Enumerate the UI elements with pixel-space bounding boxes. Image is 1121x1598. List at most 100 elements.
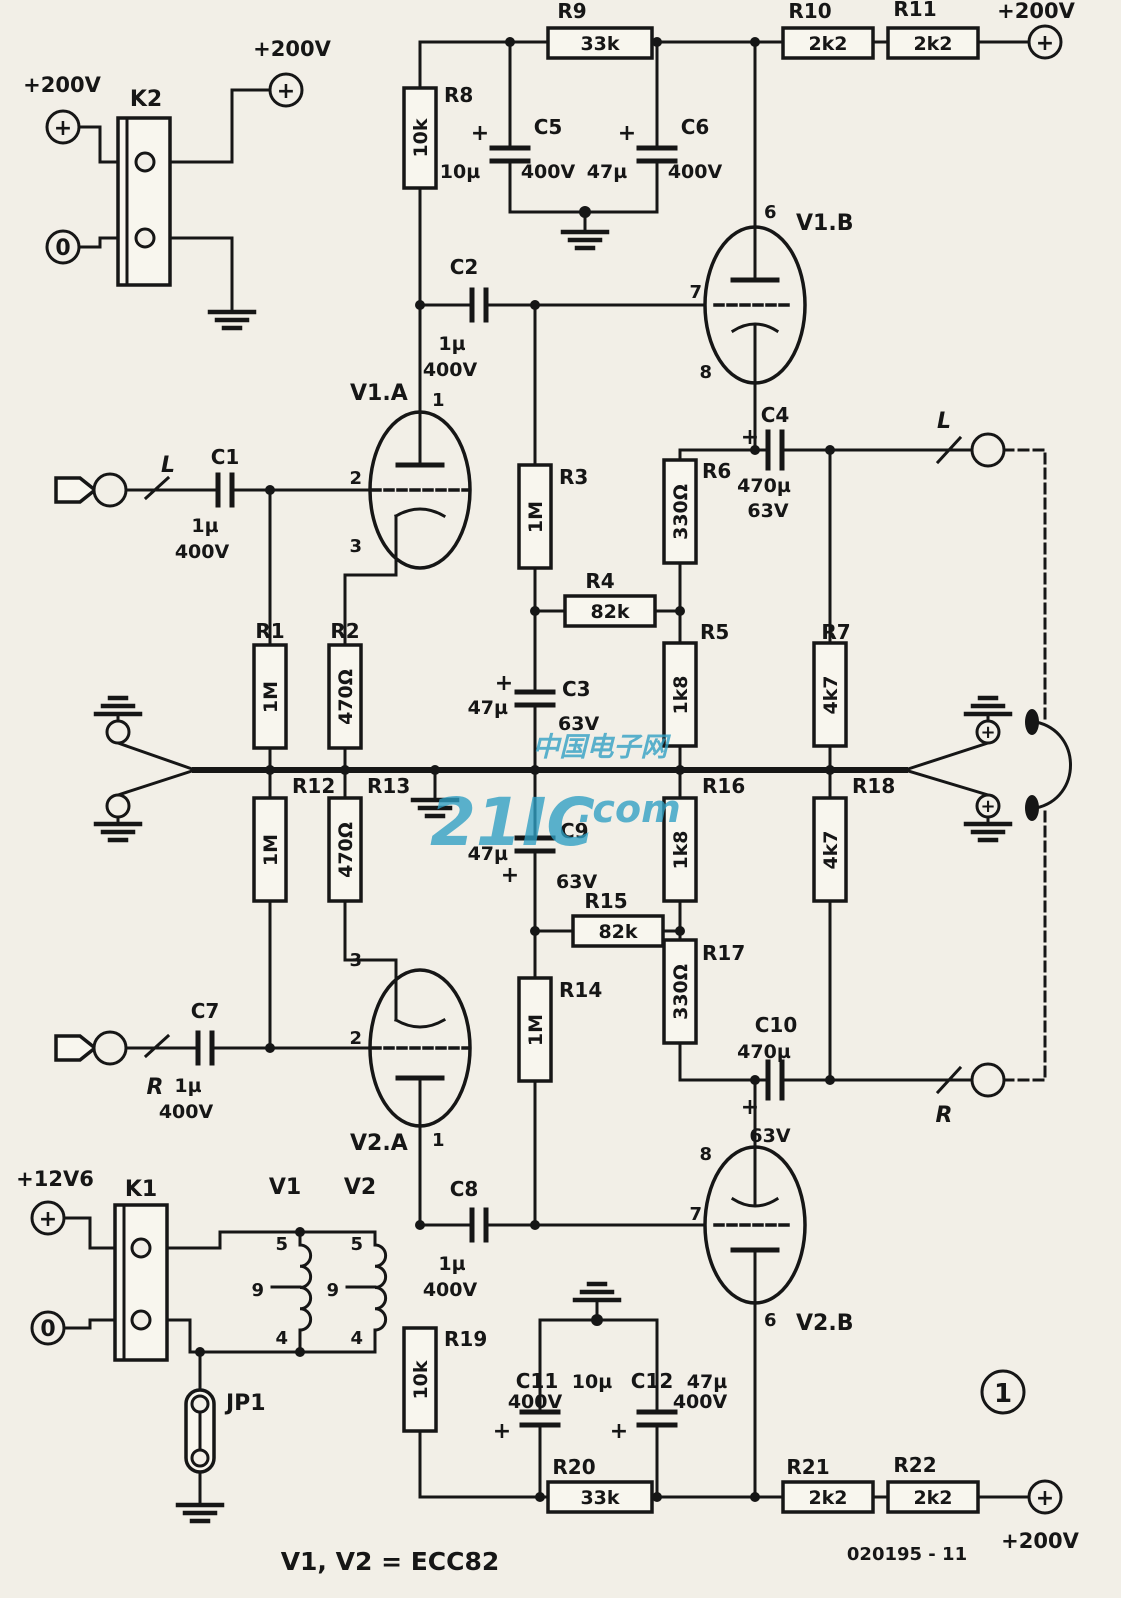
jumper-pin <box>190 1448 210 1468</box>
output-left-channel: L <box>937 409 1006 468</box>
resistor-value: 330Ω <box>670 964 692 1020</box>
input-arrow-icon <box>54 476 98 504</box>
resistor-body <box>252 796 288 903</box>
resistor-ref: R5 <box>700 620 729 644</box>
capacitor-ref: C4 <box>761 403 790 427</box>
resistor-ref: R9 <box>557 0 586 23</box>
terminal-circle <box>45 229 81 265</box>
heater-pin-4: 4 <box>350 1328 363 1349</box>
plus-sign: + <box>1036 1486 1054 1511</box>
tube-cathode <box>730 322 780 385</box>
capacitor-plates <box>519 1409 561 1428</box>
capacitor-c12: C12 47µ 400V + <box>610 1369 728 1444</box>
resistor-ref: R11 <box>893 0 936 21</box>
terminal-circle <box>1027 24 1063 60</box>
tube-type-note: V1, V2 = ECC82 <box>281 1547 500 1576</box>
capacitor-value: 47µ <box>587 161 627 183</box>
capacitor-ref: C12 <box>631 1369 674 1393</box>
capacitor-polarity: + <box>741 425 759 450</box>
capacitor-polarity: + <box>501 863 519 888</box>
capacitor-ref: C5 <box>534 115 563 139</box>
tube-cathode <box>393 978 447 1029</box>
connector-k2: K2 <box>116 87 172 287</box>
headphone-earpad <box>1025 709 1039 735</box>
capacitor-ref: C10 <box>755 1013 798 1037</box>
resistor-body <box>517 463 553 570</box>
voltage-label: +12V6 <box>16 1167 94 1191</box>
terminal-zero-k2: 0 <box>45 229 81 265</box>
resistor-body <box>662 796 698 903</box>
resistor-ref: R15 <box>584 889 627 913</box>
connector-label: K2 <box>130 87 162 112</box>
resistor-body <box>781 26 875 60</box>
capacitor-voltage: 400V <box>423 359 478 381</box>
output-jack <box>970 1062 1006 1098</box>
resistor-r15: R15 82k <box>571 889 665 948</box>
heater-pin-9: 9 <box>251 1280 264 1301</box>
plus-sign: + <box>980 722 995 743</box>
heater-v2: V2 5 9 4 <box>326 1175 388 1349</box>
resistor-value: 4k7 <box>820 830 842 869</box>
capacitor-c4: C4 + 470µ 63V <box>737 403 791 522</box>
resistor-ref: R7 <box>821 620 850 644</box>
resistor-ref: R22 <box>893 1453 936 1477</box>
ground-jack <box>975 719 1001 745</box>
tube-pin-grid: 2 <box>349 468 362 489</box>
capacitor-polarity: + <box>618 121 636 146</box>
resistor-body <box>327 643 363 750</box>
heater-coil <box>298 1243 313 1332</box>
voltage-label: +200V <box>23 73 101 97</box>
resistor-value: 4k7 <box>820 675 842 714</box>
resistor-ref: R8 <box>444 83 473 107</box>
tube-pin-anode: 6 <box>764 202 777 223</box>
resistor-ref: R3 <box>559 465 588 489</box>
capacitor-c6: + C6 47µ 400V <box>587 115 723 183</box>
terminal-circle <box>1027 1479 1063 1515</box>
resistor-r19: R19 10k <box>402 1326 487 1433</box>
terminal-200v-k2-in: +200V + <box>23 73 102 145</box>
zero-label: 0 <box>55 236 70 261</box>
capacitor-ref: C11 <box>516 1369 559 1393</box>
capacitor-ref: C6 <box>681 115 710 139</box>
resistor-body <box>252 643 288 750</box>
resistor-value: 10k <box>410 1360 432 1399</box>
resistor-body <box>402 86 438 190</box>
input-left-channel: L <box>54 453 175 508</box>
tube-label: V2.A <box>350 1131 408 1156</box>
output-jack <box>970 432 1006 468</box>
capacitor-plates <box>765 429 785 471</box>
tube-pin-grid: 7 <box>689 1204 702 1225</box>
tube-pin-anode: 1 <box>432 1130 445 1151</box>
connector-label: K1 <box>125 1177 157 1202</box>
resistor-r18: R18 4k7 <box>812 774 895 903</box>
resistor-body <box>781 1480 875 1514</box>
resistor-r1: R1 1M <box>252 619 288 750</box>
ground-jack <box>105 719 131 745</box>
resistor-ref: R17 <box>702 941 745 965</box>
heater-pin-9: 9 <box>326 1280 339 1301</box>
figure-circle <box>980 1369 1026 1415</box>
heater-label: V2 <box>344 1175 376 1200</box>
resistor-body <box>327 796 363 903</box>
circuit-wiring-k2-jacks <box>77 88 990 826</box>
tube-label: V2.B <box>796 1311 853 1336</box>
capacitor-plates <box>514 835 556 854</box>
capacitor-value: 1µ <box>438 1253 465 1275</box>
tube-v2a: V2.A 3 2 1 <box>349 950 472 1156</box>
capacitor-polarity: + <box>610 1419 628 1444</box>
resistor-value: 2k2 <box>913 1487 952 1509</box>
resistor-value: 82k <box>590 601 629 623</box>
capacitor-voltage: 400V <box>673 1391 728 1413</box>
resistor-body <box>886 1480 980 1514</box>
resistor-r2: R2 470Ω <box>327 619 363 750</box>
resistor-ref: R20 <box>552 1455 595 1479</box>
resistor-body <box>812 641 848 748</box>
figure-number: 1 <box>994 1379 1012 1409</box>
resistor-value: 10k <box>410 118 432 157</box>
figure-number-badge: 1 <box>980 1369 1026 1415</box>
capacitor-ref: C2 <box>450 255 479 279</box>
jumper-pin <box>190 1394 210 1414</box>
terminal-200v-top-right: +200V + <box>997 0 1076 60</box>
resistor-r21: R21 2k2 <box>781 1455 875 1514</box>
capacitor-ref: C8 <box>450 1177 479 1201</box>
